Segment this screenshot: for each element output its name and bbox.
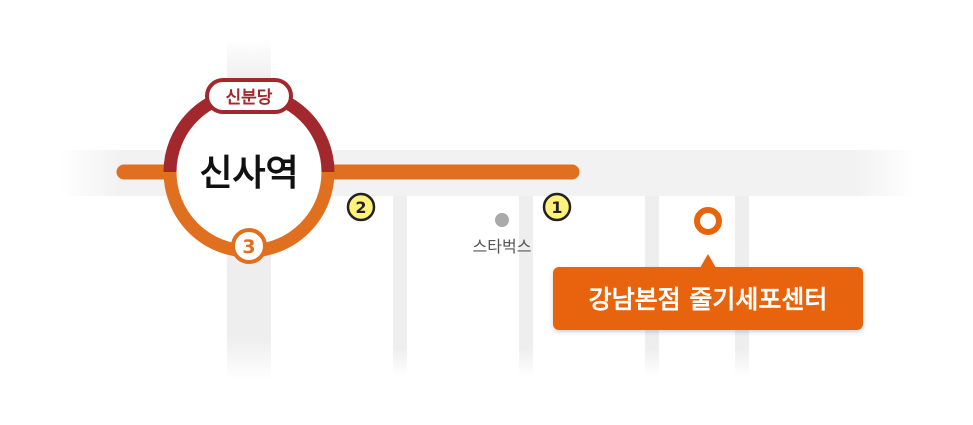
station-circle[interactable] [170, 93, 328, 251]
destination-name: 강남본점 줄기세포센터 [589, 285, 828, 314]
exit-2-circle[interactable] [346, 192, 376, 222]
sinbundang-tag-label: 신분당 [226, 88, 273, 108]
station-marker[interactable]: 신사역 [163, 86, 335, 258]
landmark-starbucks[interactable]: 스타벅스 [473, 213, 532, 256]
exit-1-number: 1 [551, 198, 562, 217]
exit-2-number: 2 [355, 198, 366, 217]
line3-badge: 3 [231, 228, 267, 264]
vertical-road-2 [393, 196, 407, 376]
landmark-label: 스타벅스 [473, 237, 532, 256]
callout-pointer [700, 254, 716, 268]
line3-badge-number: 3 [242, 236, 255, 258]
station-name: 신사역 [199, 153, 298, 194]
exit-2-badge[interactable]: 2 [346, 192, 376, 222]
sinbundang-tag-bg [205, 78, 293, 114]
exit-1-badge[interactable]: 1 [542, 192, 572, 222]
callout-box[interactable] [553, 267, 863, 330]
dot-marker-icon [495, 213, 509, 227]
sinbundang-line-tag: 신분당 [205, 78, 293, 114]
map-pin-icon[interactable] [694, 207, 722, 235]
vertical-road-3 [519, 196, 533, 376]
destination-callout[interactable]: 강남본점 줄기세포센터 [553, 254, 863, 330]
line3-badge-circle [231, 228, 267, 264]
exit-1-circle[interactable] [542, 192, 572, 222]
destination-marker[interactable] [694, 207, 722, 235]
